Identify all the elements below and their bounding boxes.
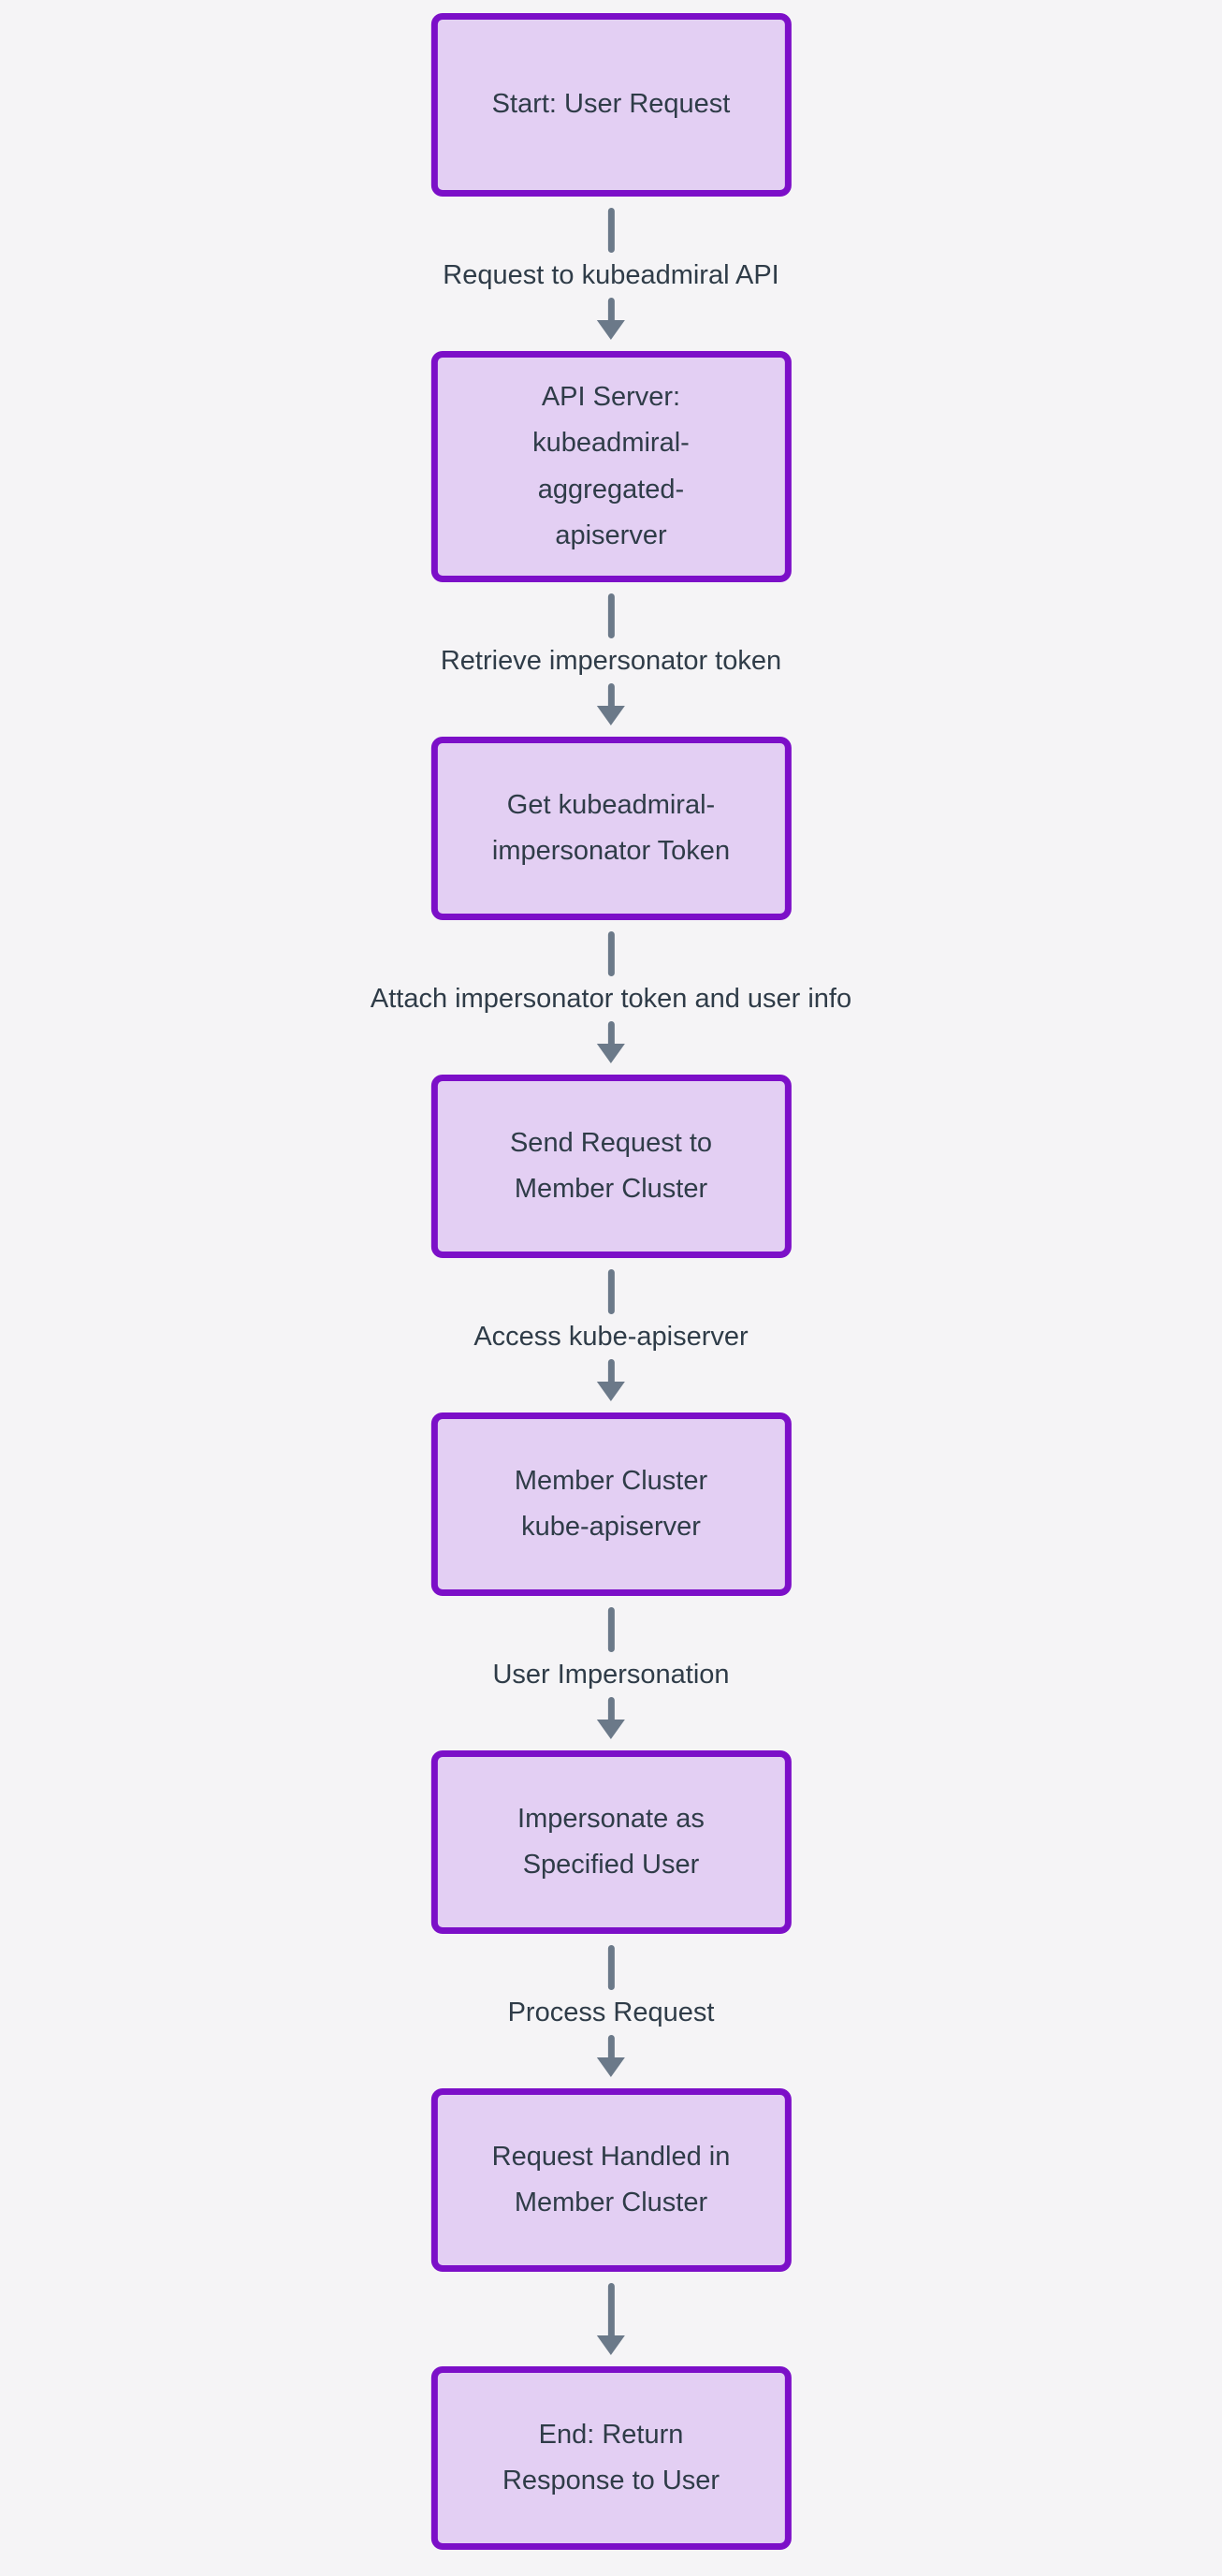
arrow-down-icon	[597, 2283, 625, 2356]
arrow-down-icon	[597, 1697, 625, 1740]
edge-member-apiserver-to-impersonate: User Impersonation	[492, 1596, 730, 1750]
edge-request-handled-to-end	[597, 2272, 625, 2366]
edge-line	[607, 593, 615, 639]
edge-line	[607, 1945, 615, 1991]
node-label: Request Handled in Member Cluster	[491, 2141, 731, 2218]
edge-label: Process Request	[507, 1998, 715, 2028]
edge-line	[607, 931, 615, 977]
node-label: End: Return Response to User	[502, 2419, 720, 2496]
node-label: Member Cluster kube-apiserver	[514, 1465, 708, 1543]
flowchart-node-member-apiserver: Member Cluster kube-apiserver	[430, 1412, 792, 1597]
node-label: Send Request to Member Cluster	[509, 1127, 713, 1205]
flowchart-node-end: End: Return Response to User	[430, 2366, 792, 2551]
flowchart-node-request-handled: Request Handled in Member Cluster	[430, 2088, 792, 2273]
edge-label: Attach impersonator token and user info	[370, 984, 852, 1015]
edge-label: Retrieve impersonator token	[440, 646, 782, 677]
edge-start-to-api-server: Request to kubeadmiral API	[443, 197, 779, 351]
flowchart-node-api-server: API Server: kubeadmiral- aggregated- api…	[430, 351, 792, 583]
arrow-down-icon	[596, 2035, 625, 2078]
edge-send-request-to-member-apiserver: Access kube-apiserver	[473, 1258, 749, 1412]
edge-label: Request to kubeadmiral API	[443, 260, 779, 290]
edge-line	[607, 1269, 615, 1315]
node-label: Get kubeadmiral- impersonator Token	[491, 789, 731, 867]
edge-line	[607, 1607, 615, 1653]
edge-label: User Impersonation	[492, 1660, 730, 1690]
node-label: Impersonate as Specified User	[517, 1803, 705, 1881]
edge-label: Access kube-apiserver	[473, 1322, 749, 1353]
edge-impersonate-to-request-handled: Process Request	[507, 1934, 715, 2088]
node-label: API Server: kubeadmiral- aggregated- api…	[532, 382, 690, 550]
edge-get-token-to-send-request: Attach impersonator token and user info	[371, 920, 851, 1075]
arrow-down-icon	[596, 683, 625, 726]
flowchart-node-send-request: Send Request to Member Cluster	[430, 1075, 792, 1259]
edge-line	[607, 208, 615, 253]
arrow-down-icon	[597, 1359, 625, 1402]
node-label: Start: User Request	[491, 89, 731, 120]
flowchart-node-impersonate: Impersonate as Specified User	[430, 1750, 792, 1935]
flowchart-node-start: Start: User Request	[430, 13, 792, 197]
edge-api-server-to-get-token: Retrieve impersonator token	[441, 582, 781, 737]
flowchart-node-get-token: Get kubeadmiral- impersonator Token	[430, 737, 792, 921]
flowchart: Start: User Request Request to kubeadmir…	[371, 13, 851, 2551]
arrow-down-icon	[597, 1021, 625, 1064]
arrow-down-icon	[596, 298, 625, 340]
